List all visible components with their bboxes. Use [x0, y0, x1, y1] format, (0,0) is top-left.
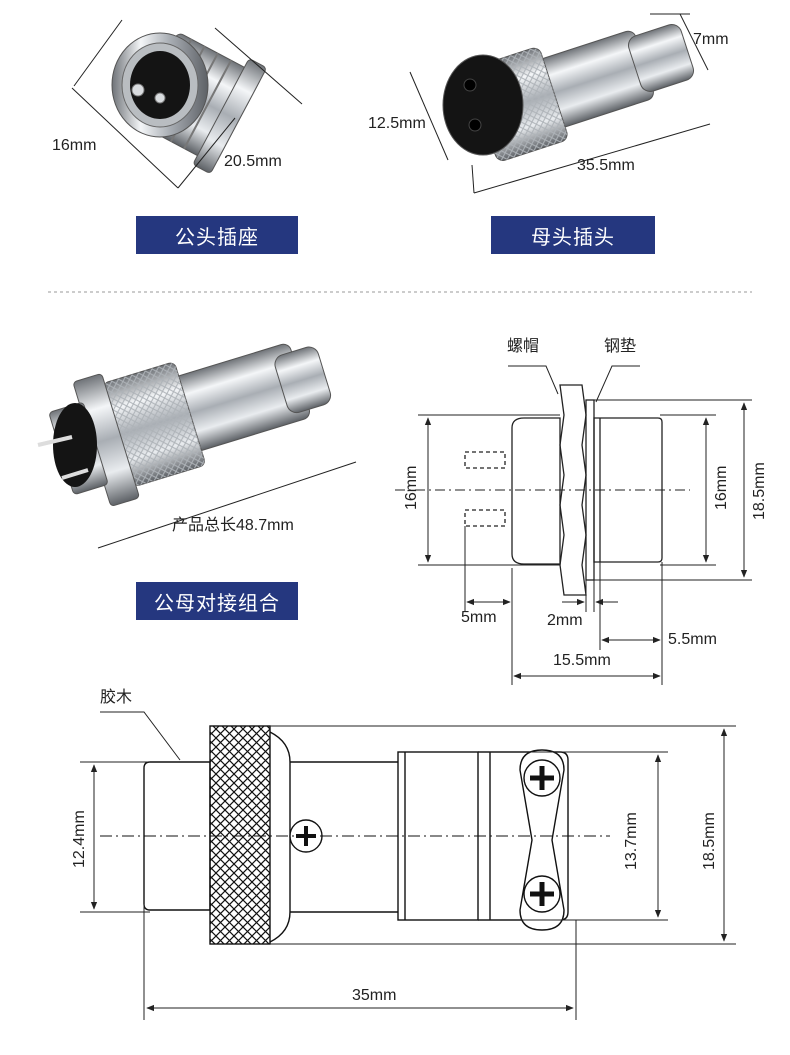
plug-drawing — [100, 725, 610, 945]
female-length-label: 35.5mm — [577, 157, 635, 174]
male-socket-tag: 公头插座 — [136, 216, 298, 254]
washer-label: 钢垫 — [604, 337, 636, 355]
plug-outer-diameter: 18.5mm — [701, 812, 718, 870]
socket-thread-length: 5.5mm — [668, 631, 717, 648]
socket-drawing — [395, 384, 690, 596]
assembly-dims: 产品总长48.7mm — [97, 461, 357, 549]
socket-inner-diameter: 16mm — [713, 466, 730, 510]
plug-insulator-diameter: 12.4mm — [71, 810, 88, 868]
socket-pin-length: 5mm — [461, 609, 497, 626]
insulator-label: 胶木 — [100, 688, 132, 706]
socket-dim-labels: 螺帽 钢垫 16mm 16mm 18.5mm 5mm 2mm 5.5mm 15.… — [403, 337, 768, 669]
plug-dim-labels: 胶木 12.4mm 13.7mm 18.5mm 35mm — [71, 688, 718, 1004]
socket-washer-thickness: 2mm — [547, 612, 583, 629]
female-plug-photo — [442, 23, 695, 161]
female-diameter-label: 12.5mm — [368, 115, 426, 132]
male-socket-dims: 16mm 20.5mm — [52, 19, 303, 189]
assembly-tag: 公母对接组合 — [136, 582, 298, 620]
male-length-label: 20.5mm — [224, 153, 282, 170]
assembly-photo — [37, 343, 332, 506]
plug-total-length: 35mm — [352, 987, 396, 1004]
plug-dims — [80, 711, 736, 1020]
male-socket-photo — [111, 32, 266, 173]
female-plug-tag: 母头插头 — [491, 216, 655, 254]
female-plug-dims: 12.5mm 7mm 35.5mm — [368, 13, 729, 194]
female-cable-label: 7mm — [693, 31, 729, 48]
socket-body-length: 15.5mm — [553, 652, 611, 669]
socket-outer-diameter: 18.5mm — [751, 462, 768, 520]
plug-clamp-diameter: 13.7mm — [623, 812, 640, 870]
male-diameter-label: 16mm — [52, 137, 96, 154]
socket-left-diameter: 16mm — [403, 466, 420, 510]
socket-dims — [418, 365, 752, 685]
assembly-total-length: 产品总长48.7mm — [172, 516, 294, 534]
nut-label: 螺帽 — [507, 337, 539, 355]
